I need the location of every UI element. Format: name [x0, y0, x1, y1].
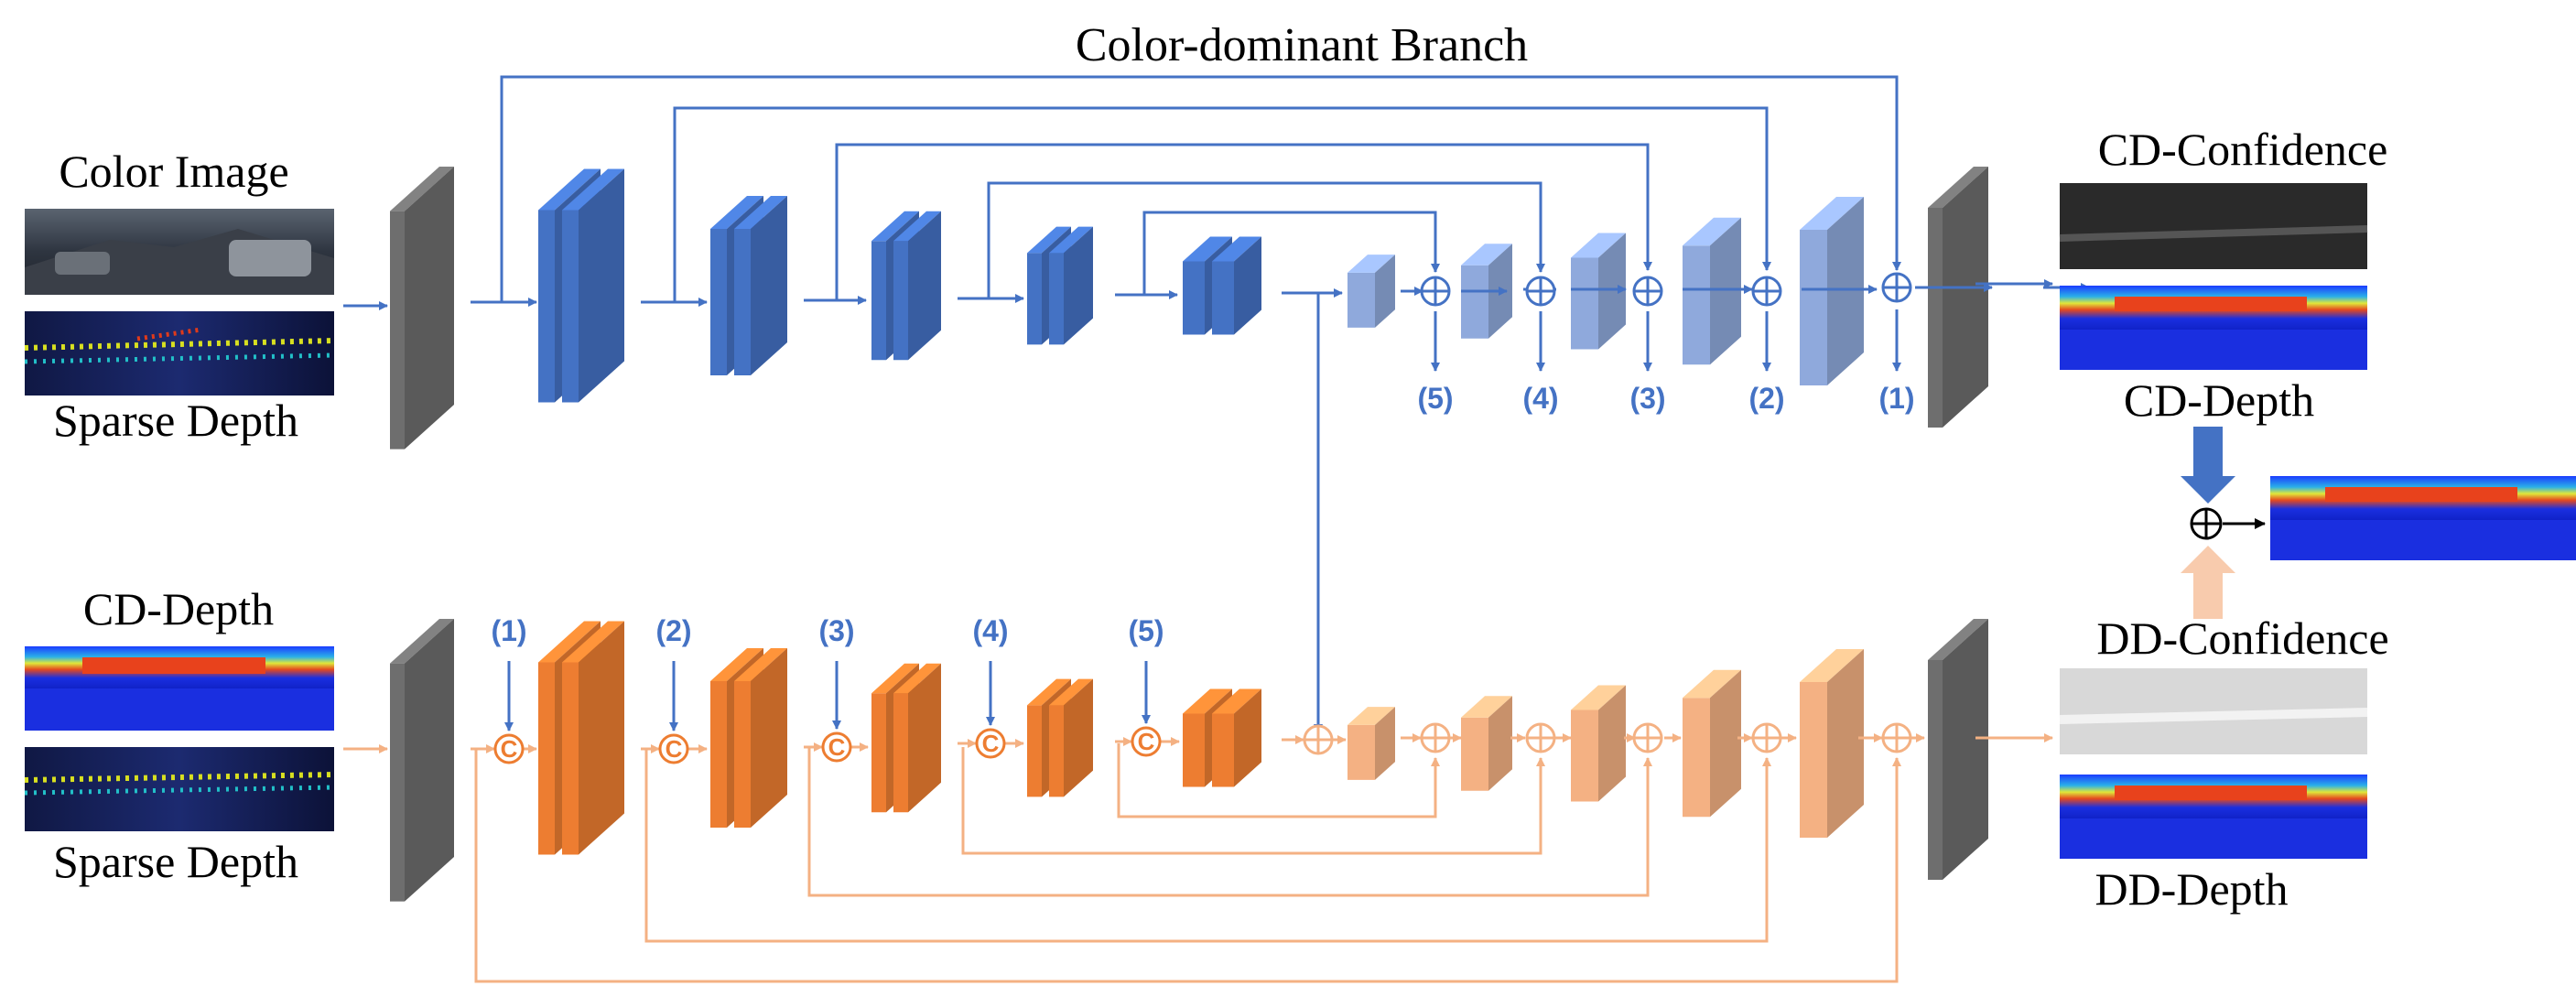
dd-confidence-label: DD-Confidence [2096, 612, 2388, 664]
concat-icon-2: C [658, 733, 689, 764]
svg-text:C: C [1138, 728, 1155, 755]
skip-marker-3-top: (3) [1629, 382, 1665, 415]
add-icon-bottom-6 [1881, 722, 1912, 753]
top-decoder-block-1 [1348, 255, 1395, 328]
dd-depth-label: DD-Depth [2094, 863, 2288, 915]
skip-marker-1-top: (1) [1878, 382, 1914, 415]
svg-text:C: C [666, 735, 683, 763]
skip-marker-4-top: (4) [1522, 382, 1558, 415]
top-decoder-block-3 [1571, 233, 1626, 350]
skip-marker-1-bottom: (1) [491, 614, 526, 647]
bottom-encoder-block-2b [734, 648, 787, 828]
top-output-layer [1928, 167, 1988, 428]
dd-depth-map [2060, 775, 2367, 859]
branch-title: Color-dominant Branch [1076, 19, 1528, 71]
svg-text:C: C [982, 730, 1000, 757]
top-encoder-block-4b [1049, 226, 1093, 345]
add-icon-bottom-2 [1420, 722, 1451, 753]
bottom-encoder-block-3b [893, 663, 941, 813]
skip-marker-3-bottom: (3) [818, 614, 854, 647]
dd-confidence-map [2059, 668, 2368, 754]
skip-marker-2-top: (2) [1748, 382, 1784, 415]
add-icon-bottom-4 [1632, 722, 1663, 753]
top-encoder-block-2b [734, 196, 787, 375]
color-dominant-encoder-decoder [390, 167, 1988, 450]
add-icon-top-5 [1881, 272, 1912, 303]
cd-confidence-label: CD-Confidence [2098, 124, 2388, 175]
skip-marker-2-bottom: (2) [655, 614, 691, 647]
top-decoder-block-5 [1800, 197, 1864, 385]
skip-marker-4-bottom: (4) [972, 614, 1008, 647]
bottom-encoder-block-4b [1049, 678, 1093, 797]
fusion-down-arrow [2181, 427, 2235, 504]
add-icon-top-1 [1420, 276, 1451, 307]
fusion-up-arrow [2181, 546, 2235, 619]
fusion-add-icon [2190, 507, 2223, 540]
sparse-depth-thumbnail-top [24, 311, 335, 395]
top-decoder-block-4 [1683, 217, 1741, 365]
skip-marker-5-bottom: (5) [1128, 614, 1164, 647]
top-encoder-block-3b [893, 211, 941, 361]
cd-depth-input-thumbnail [25, 646, 334, 731]
cd-confidence-map [2059, 183, 2368, 269]
concat-icon-4: C [975, 728, 1006, 759]
bottom-input-layer [390, 619, 454, 902]
add-icon-top-3 [1632, 276, 1663, 307]
final-depth-map [2270, 476, 2576, 560]
bottom-encoder-block-5b [1212, 688, 1261, 787]
add-icon-bottom-5 [1751, 722, 1782, 753]
skip-marker-5-top: (5) [1417, 382, 1453, 415]
concat-icon-1: C [493, 733, 525, 764]
bottom-decoder-block-3 [1571, 685, 1626, 802]
concat-icon-5: C [1131, 726, 1162, 757]
depth-dominant-encoder-decoder [390, 619, 1988, 902]
concat-icon-3: C [821, 731, 852, 763]
cd-depth-label: CD-Depth [2124, 374, 2314, 426]
add-icon-bottom-1 [1303, 724, 1334, 755]
cd-depth-input-label: CD-Depth [83, 583, 274, 634]
bottom-encoder-block-1b [562, 621, 624, 855]
cd-depth-map [2060, 286, 2367, 370]
top-decoder-block-2 [1461, 244, 1512, 339]
add-icon-bottom-3 [1525, 722, 1556, 753]
add-icon-top-4 [1751, 276, 1782, 307]
bottom-decoder-block-4 [1683, 669, 1741, 818]
add-icon-top-2 [1525, 276, 1556, 307]
bottom-decoder-block-1 [1348, 707, 1395, 780]
svg-text:C: C [501, 735, 518, 763]
bottom-output-layer [1928, 619, 1988, 880]
top-input-layer [390, 167, 454, 450]
bottom-decoder-block-2 [1461, 696, 1512, 791]
svg-text:C: C [828, 733, 846, 761]
top-encoder-block-1b [562, 168, 624, 403]
sparse-depth-label-bottom: Sparse Depth [53, 836, 298, 887]
bottom-decoder-block-5 [1800, 649, 1864, 838]
color-image-thumbnail [25, 209, 334, 295]
sparse-depth-label-top: Sparse Depth [53, 395, 298, 446]
top-encoder-block-5b [1212, 236, 1261, 335]
sparse-depth-thumbnail-bottom [24, 747, 335, 831]
color-image-label: Color Image [59, 146, 288, 197]
